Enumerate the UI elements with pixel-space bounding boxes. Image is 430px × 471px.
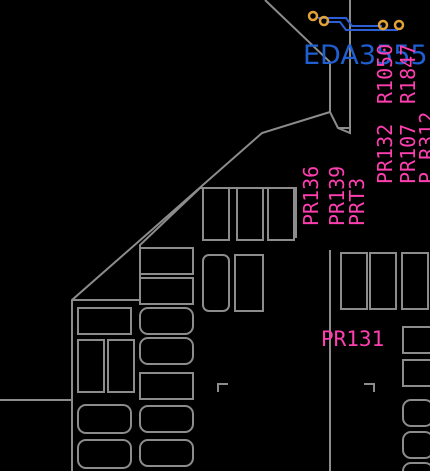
pad-9[interactable] (139, 405, 194, 433)
pad-11[interactable] (202, 254, 230, 312)
refdes-pr312[interactable]: P.R312 (415, 112, 430, 184)
pad-12[interactable] (234, 254, 264, 312)
refdes-pr136[interactable]: PR136 (299, 166, 323, 226)
pad-19[interactable] (369, 252, 397, 310)
pad-15[interactable] (107, 339, 135, 393)
refdes-r1847[interactable]: R1847 (396, 44, 420, 104)
refdes-pr107[interactable]: PR107 (396, 124, 420, 184)
pad-16[interactable] (77, 404, 132, 434)
via-1[interactable] (307, 10, 319, 22)
pad-6[interactable] (139, 307, 194, 335)
pad-25[interactable] (402, 462, 430, 471)
ic-corner-marks (217, 383, 375, 392)
pad-5[interactable] (139, 277, 194, 305)
pad-7[interactable] (139, 337, 194, 365)
via-3[interactable] (377, 19, 389, 31)
trace-b (326, 21, 398, 31)
pad-13[interactable] (77, 307, 132, 335)
refdes-pr132[interactable]: PR132 (373, 124, 397, 184)
pad-23[interactable] (402, 399, 430, 427)
pad-17[interactable] (77, 439, 132, 469)
pad-22[interactable] (402, 359, 430, 387)
refdes-prt3[interactable]: PRT3 (345, 178, 369, 226)
pad-8[interactable] (139, 372, 194, 400)
refdes-r1050[interactable]: R1050 (373, 44, 397, 104)
refdes-pr139[interactable]: PR139 (325, 166, 349, 226)
pad-18[interactable] (340, 252, 368, 310)
pad-21[interactable] (402, 326, 430, 354)
pad-3[interactable] (267, 187, 295, 241)
via-2[interactable] (318, 15, 330, 27)
pad-2[interactable] (236, 187, 264, 241)
via-4[interactable] (393, 19, 405, 31)
pad-24[interactable] (402, 431, 430, 459)
trace-a (318, 17, 382, 27)
pad-20[interactable] (401, 252, 429, 310)
pad-10[interactable] (139, 439, 194, 467)
pad-14[interactable] (77, 339, 105, 393)
refdes-pr131[interactable]: PR131 (321, 327, 384, 351)
net-label: EDA3555 (303, 40, 428, 71)
board-outline (0, 0, 351, 471)
pad-1[interactable] (202, 187, 230, 241)
pad-4[interactable] (139, 247, 194, 275)
